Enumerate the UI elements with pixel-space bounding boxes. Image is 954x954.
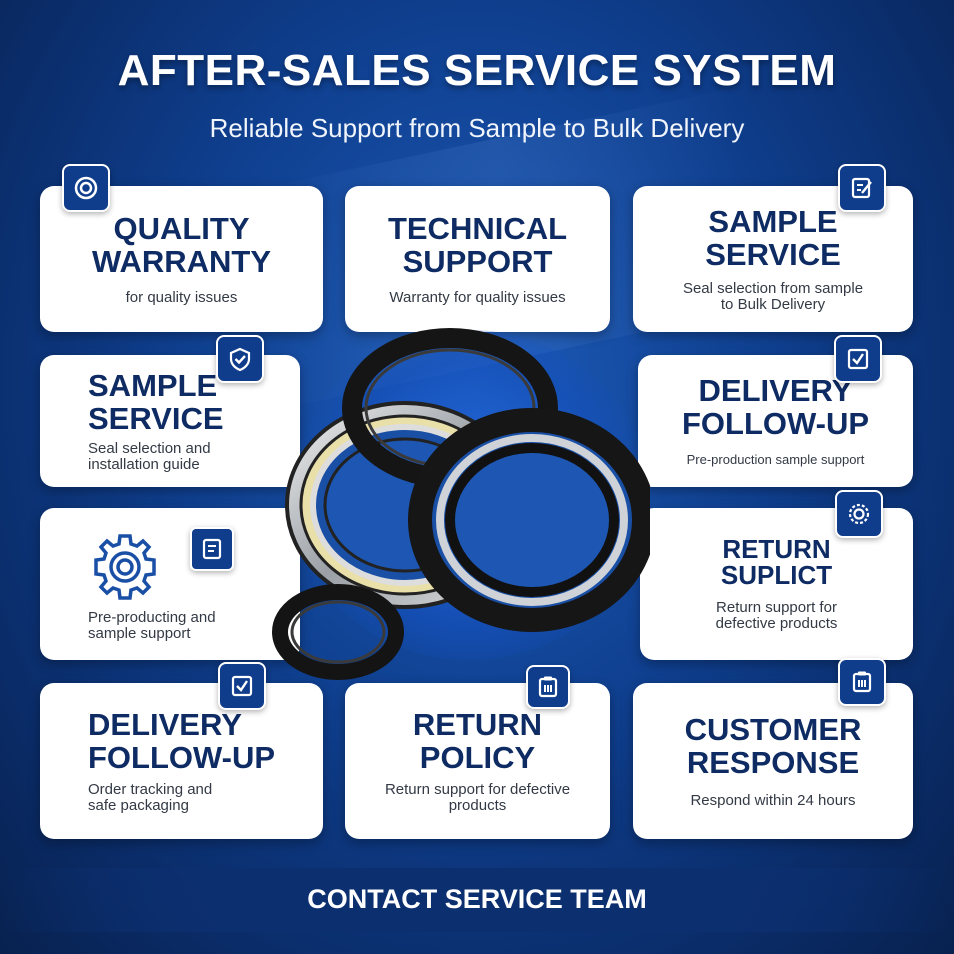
card-description: for quality issues [125,289,238,306]
cta-banner [0,868,954,932]
card-heading: DELIVERY FOLLOW-UP [88,707,276,775]
card-description: Seal selection and installation guide [88,440,211,473]
return-policy-card[interactable]: RETURN POLICY Return support for defecti… [345,683,610,839]
card-description: Warranty for quality issues [389,289,566,306]
delivery-followup-right-card[interactable]: DELIVERY FOLLOW-UP Pre-production sample… [638,355,913,487]
page-subtitle: Reliable Support from Sample to Bulk Del… [209,113,745,143]
return-suplict-card[interactable]: RETURN SUPLICT Return support for defect… [640,508,913,660]
card-description: Order tracking and safe packaging [88,781,213,814]
card-heading: QUALITY WARRANTY [91,211,272,279]
card-heading: DELIVERY FOLLOW-UP [681,373,870,441]
card-description: Pre-production sample support [686,452,865,467]
oil-seals-illustration [270,320,656,680]
card-heading: SAMPLE SERVICE [88,368,224,436]
edit-document-icon [838,164,886,212]
delivery-followup-bottom-card[interactable]: DELIVERY FOLLOW-UP Order tracking and sa… [40,683,323,839]
card-heading: RETURN POLICY [412,707,543,775]
page-title: AFTER-SALES SERVICE SYSTEM [117,46,837,95]
shield-check-icon [216,335,264,383]
contact-service-team-button[interactable]: CONTACT SERVICE TEAM [307,884,647,914]
card-description: Return support for defective products [715,599,838,632]
technical-support-card[interactable]: TECHNICAL SUPPORT Warranty for quality i… [345,186,610,332]
card-description: Pre-producting and sample support [88,609,216,642]
ring-target-icon [62,164,110,212]
card-heading: CUSTOMER RESPONSE [684,712,862,780]
sample-service-left-card[interactable]: SAMPLE SERVICE Seal selection and instal… [40,355,300,487]
customer-response-card[interactable]: CUSTOMER RESPONSE Respond within 24 hour… [633,683,913,839]
clipboard-icon [526,665,570,709]
card-description: Return support for defective products [384,781,571,814]
clipboard-icon [838,658,886,706]
card-heading: RETURN SUPLICT [720,534,833,590]
quality-warranty-card[interactable]: QUALITY WARRANTY for quality issues [40,186,323,332]
gear-badge-icon [835,490,883,538]
checkbox-icon [834,335,882,383]
document-icon [190,527,234,571]
card-description: Respond within 24 hours [690,792,856,809]
gear-icon [88,530,162,604]
card-description: Seal selection from sample to Bulk Deliv… [682,280,864,313]
card-heading: TECHNICAL SUPPORT [387,211,568,279]
checkbox-icon [218,662,266,710]
pre-producting-card[interactable]: Pre-producting and sample support [40,508,300,660]
card-heading: SAMPLE SERVICE [705,204,841,272]
